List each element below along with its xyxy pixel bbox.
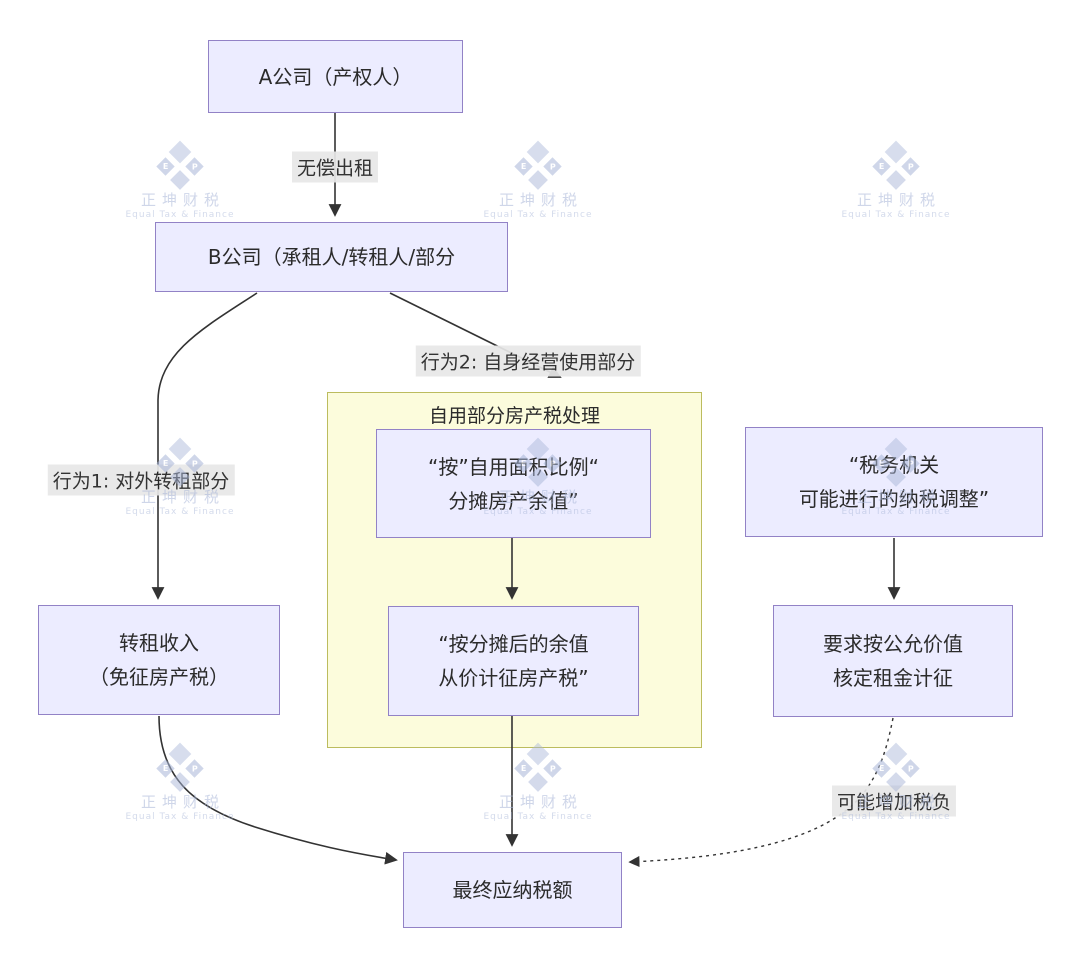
node-tax-authority: “税务机关 可能进行的纳税调整” <box>745 427 1043 537</box>
node-allocate-value: “按”自用面积比例“ 分摊房产余值” <box>376 429 651 538</box>
edge-label-action2: 行为2: 自身经营使用部分 <box>415 345 641 377</box>
node-final-tax: 最终应纳税额 <box>403 852 622 928</box>
node-fair-value: 要求按公允价值 核定租金计征 <box>773 605 1013 717</box>
node-company-b: B公司（承租人/转租人/部分 <box>155 222 508 292</box>
node-company-a: A公司（产权人） <box>208 40 463 113</box>
edge-label-action1: 行为1: 对外转租部分 <box>47 464 235 496</box>
subgraph-self-use: 自用部分房产税处理 “按”自用面积比例“ 分摊房产余值” “按分摊后的余值 从价… <box>327 392 702 748</box>
node-ad-valorem: “按分摊后的余值 从价计征房产税” <box>388 606 639 716</box>
edge-label-free-rent: 无偿出租 <box>291 151 379 183</box>
node-sublease-income: 转租收入 （免征房产税） <box>38 605 280 715</box>
subgraph-title: 自用部分房产税处理 <box>428 405 600 427</box>
edge-label-tax-increase: 可能增加税负 <box>831 785 957 817</box>
